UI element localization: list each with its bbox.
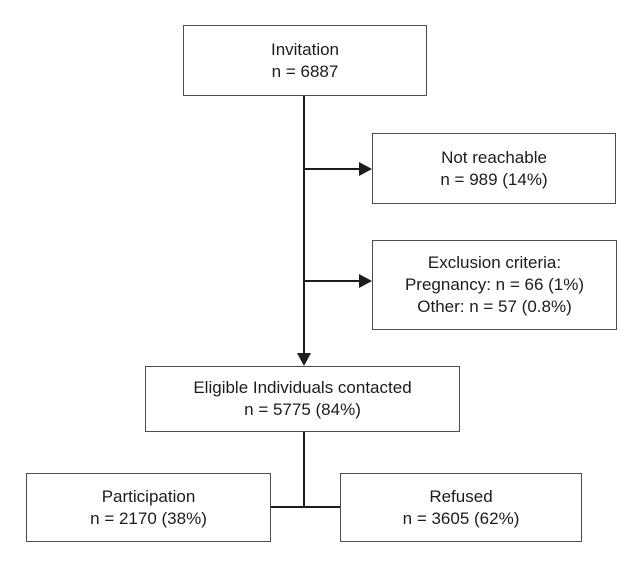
connector-branch-not-reachable: [304, 168, 360, 170]
box-refused-line1: Refused: [429, 486, 493, 506]
box-exclusion-line2: Pregnancy: n = 66 (1%): [404, 275, 585, 294]
box-exclusion-criteria: Exclusion criteria: Pregnancy: n = 66 (1…: [372, 240, 617, 330]
arrowhead-right-exclusion-icon: [359, 274, 372, 288]
box-participation-line2: n = 2170 (38%): [90, 508, 207, 528]
box-refused-line2: n = 3605 (62%): [402, 508, 520, 528]
box-not-reachable-line2: n = 989 (14%): [440, 169, 548, 189]
box-refused: Refused n = 3605 (62%): [340, 473, 582, 542]
box-invitation: Invitation n = 6887: [183, 25, 427, 96]
box-eligible-line1: Eligible Individuals contacted: [193, 378, 412, 397]
box-participation-line1: Participation: [101, 486, 196, 506]
box-not-reachable-line1: Not reachable: [441, 147, 547, 167]
connector-branch-exclusion: [304, 280, 360, 282]
box-participation: Participation n = 2170 (38%): [26, 473, 271, 542]
box-invitation-line2: n = 6887: [271, 61, 339, 81]
box-invitation-line1: Invitation: [270, 39, 340, 59]
box-eligible-individuals: Eligible Individuals contacted n = 5775 …: [145, 366, 460, 432]
connector-main-vertical: [303, 96, 305, 355]
arrowhead-right-not-reachable-icon: [359, 162, 372, 176]
box-not-reachable: Not reachable n = 989 (14%): [372, 133, 616, 204]
box-eligible-line2: n = 5775 (84%): [244, 400, 361, 419]
arrowhead-down-eligible-icon: [297, 353, 311, 366]
box-exclusion-line3: Other: n = 57 (0.8%): [417, 297, 572, 316]
box-exclusion-line1: Exclusion criteria:: [427, 253, 562, 272]
connector-lower-horizontal: [271, 506, 340, 508]
connector-lower-vertical: [303, 432, 305, 508]
